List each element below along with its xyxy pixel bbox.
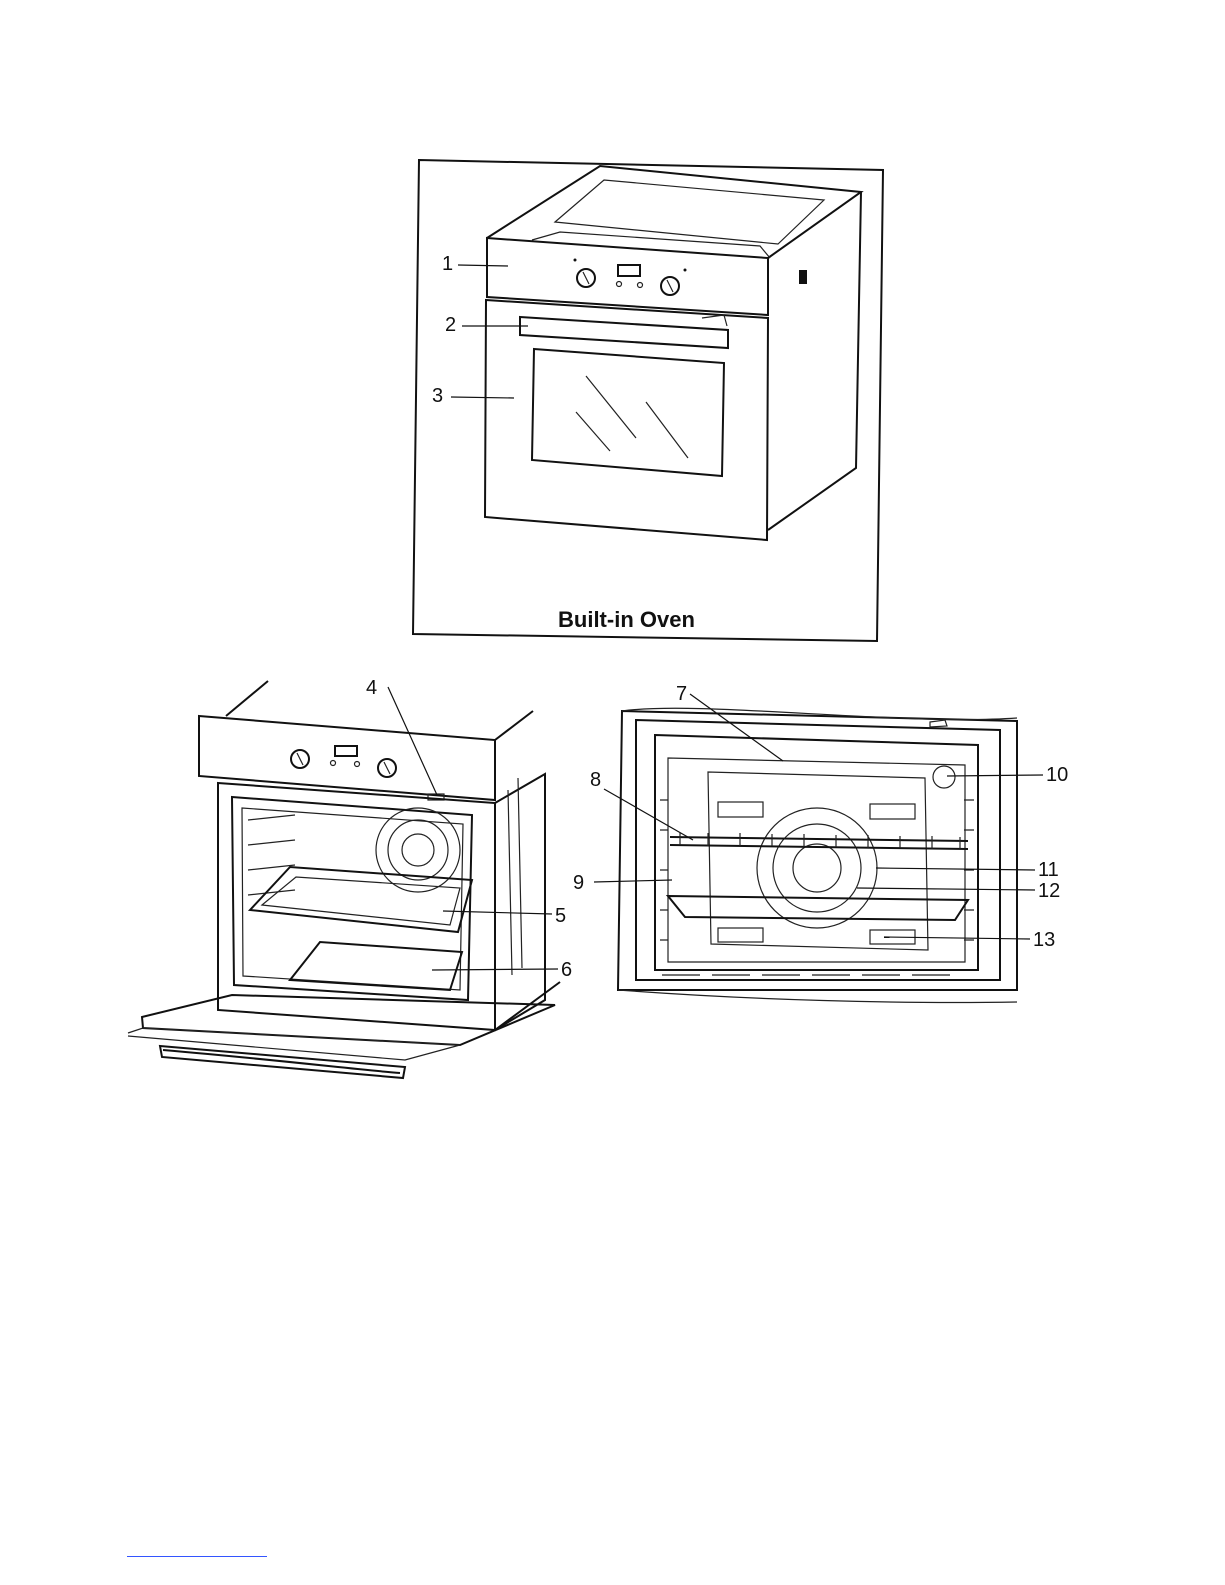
label-2: 2 [445, 314, 456, 336]
control-panel-open [199, 716, 495, 800]
label-11: 11 [1038, 859, 1059, 881]
label-4: 4 [366, 677, 377, 699]
label-5: 5 [555, 905, 566, 927]
door-handle [520, 317, 728, 348]
rear-fan-cover [757, 808, 877, 928]
label-3: 3 [432, 385, 443, 407]
open-oven-figure [128, 681, 560, 1078]
label-13: 13 [1033, 929, 1055, 951]
baking-tray [250, 867, 472, 932]
footer-rule [127, 1556, 267, 1557]
label-12: 12 [1038, 880, 1060, 902]
drip-tray [290, 942, 462, 990]
label-7: 7 [676, 683, 687, 705]
display-window [618, 265, 640, 276]
oven-lamp [933, 766, 955, 788]
label-6: 6 [561, 959, 572, 981]
label-8: 8 [590, 769, 601, 791]
cavity-front-figure [618, 708, 1017, 1002]
label-9: 9 [573, 872, 584, 894]
label-1: 1 [442, 253, 453, 275]
door-window [532, 349, 724, 476]
built-in-oven-figure [413, 160, 883, 641]
label-10: 10 [1046, 764, 1068, 786]
figure-caption: Built-in Oven [558, 607, 695, 632]
side-vent-icon [799, 270, 807, 284]
figure-frame [413, 160, 883, 641]
